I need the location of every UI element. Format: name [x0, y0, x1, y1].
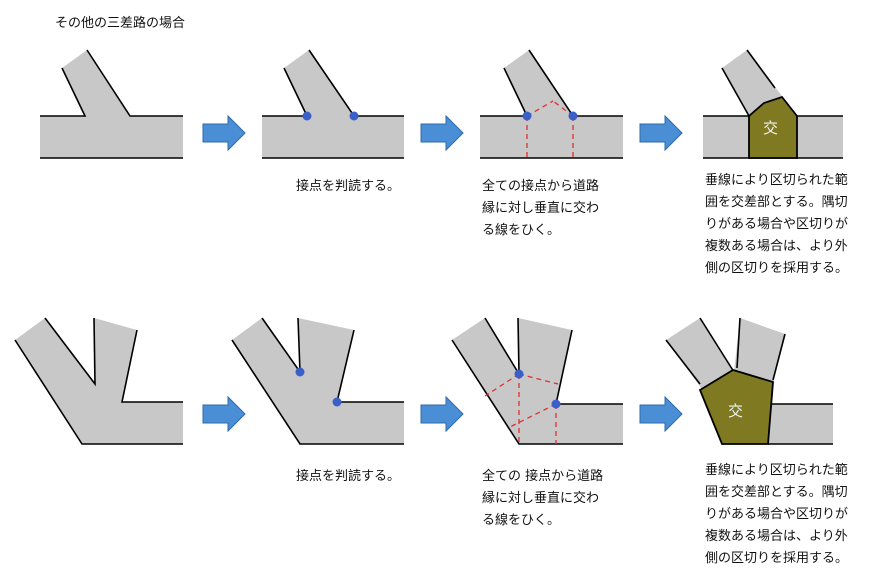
row2-step1-road	[14, 317, 183, 445]
arrow-right-icon	[639, 395, 683, 433]
intersection-area	[748, 95, 798, 159]
contact-point	[302, 111, 312, 121]
arrow-right-icon	[420, 395, 464, 433]
contact-point	[332, 397, 342, 407]
diagram-title: その他の三差路の場合	[55, 16, 186, 31]
contact-point	[551, 399, 561, 409]
intersection-area	[698, 369, 774, 445]
row1-step2-caption: 接点を判読する。	[296, 179, 401, 194]
arrow-right-icon	[202, 395, 246, 433]
row2-step2-road	[231, 317, 404, 445]
row1-step2-road	[262, 49, 404, 159]
row1-step4-caption: 垂線により区切られた範 囲を交差部とする。隅切 りがある場合や区切りが 複数ある…	[705, 173, 849, 276]
intersection-label: 交	[728, 402, 743, 420]
intersection-label: 交	[763, 119, 778, 137]
contact-point	[295, 367, 305, 377]
row2-step4-road: 交	[665, 317, 833, 445]
row2-step4-caption: 垂線により区切られた範 囲を交差部とする。隅切 りがある場合や区切りが 複数ある…	[705, 463, 849, 566]
row1-step4-road: 交	[703, 49, 843, 159]
arrow-right-icon	[420, 114, 464, 152]
row2-step3-caption: 全ての 接点から道路 縁に対し垂直に交わ る線をひく。	[482, 469, 604, 528]
contact-point	[349, 111, 359, 121]
contact-point	[522, 111, 532, 121]
row2-step2-caption: 接点を判読する。	[296, 469, 401, 484]
arrow-right-icon	[639, 114, 683, 152]
arrow-right-icon	[202, 114, 246, 152]
contact-point	[568, 111, 578, 121]
row2-step3-road	[451, 317, 623, 445]
row1-step3-road	[480, 49, 623, 159]
contact-point	[514, 369, 524, 379]
row1-step3-caption: 全ての接点から道路 縁に対し垂直に交わ る線をひく。	[482, 179, 600, 238]
row1-step1-road	[40, 49, 183, 159]
